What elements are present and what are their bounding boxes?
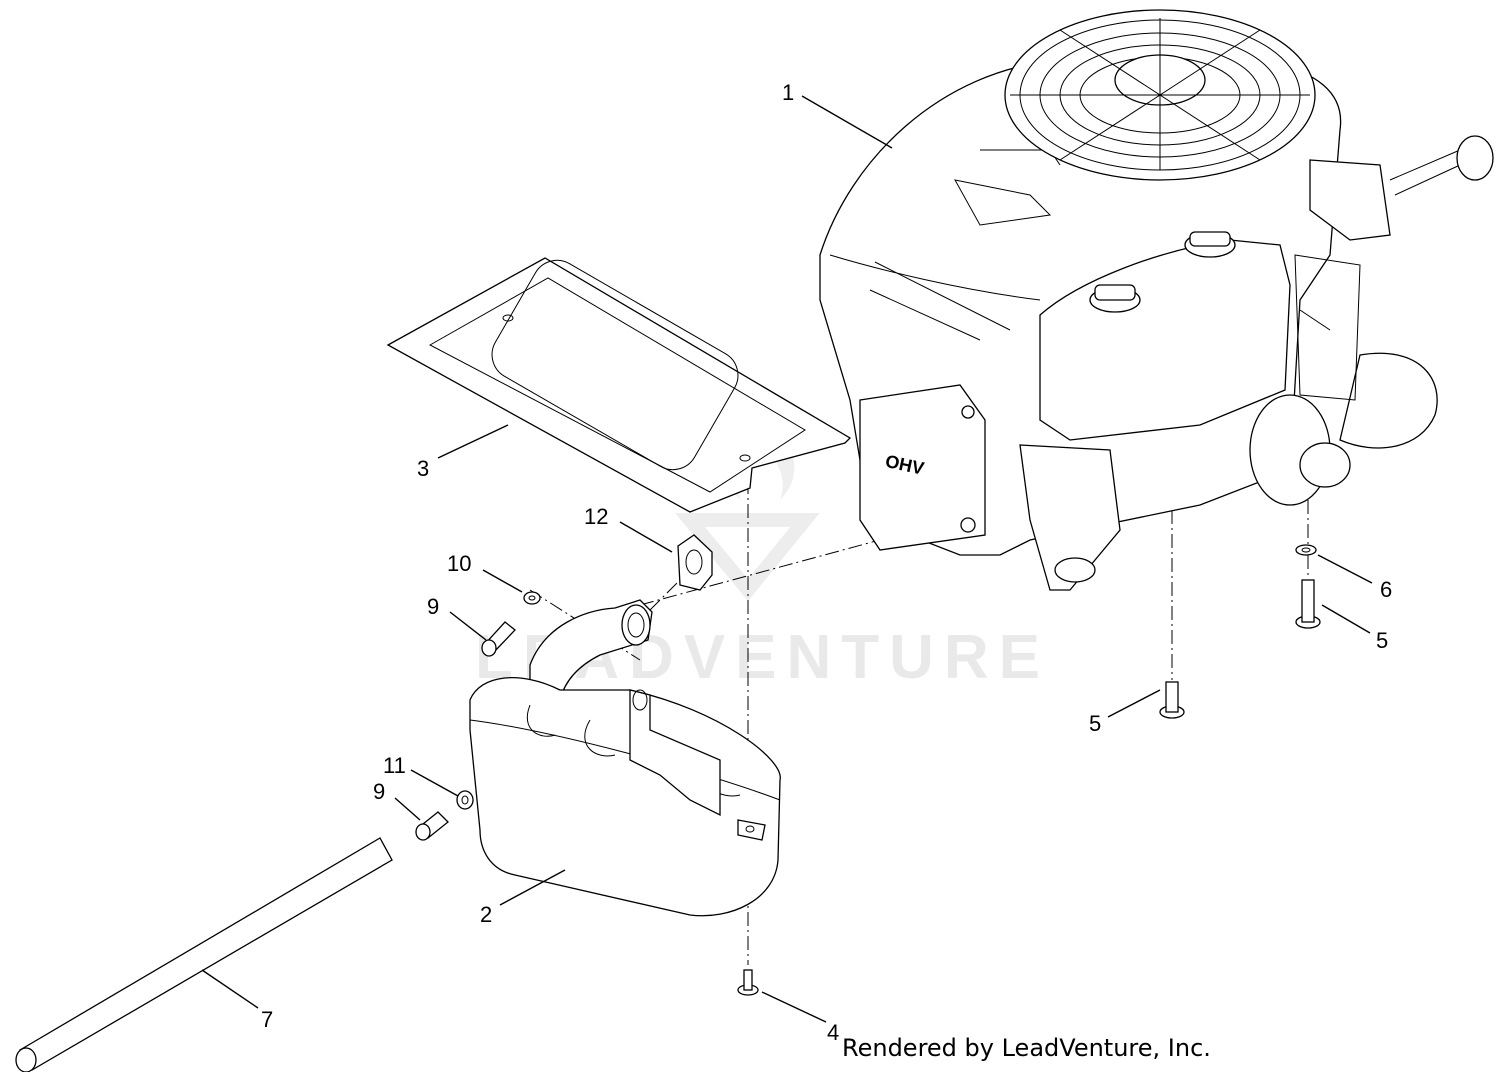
callout-2: 2 <box>480 902 492 927</box>
hardware <box>415 544 1321 996</box>
credit-text: Rendered by LeadVenture, Inc. <box>842 1034 1211 1062</box>
callout-4: 4 <box>827 1020 839 1045</box>
muffler <box>469 677 781 917</box>
gasket <box>677 534 713 591</box>
callout-11: 11 <box>383 753 406 778</box>
callout-labels: 1 2 3 4 5 5 6 7 9 9 10 11 12 <box>261 80 1392 1045</box>
callout-5-right: 5 <box>1376 628 1388 653</box>
callout-12: 12 <box>584 504 608 529</box>
callout-9-lower: 9 <box>373 779 385 804</box>
callout-1: 1 <box>782 80 794 105</box>
leader-lines <box>201 95 1373 1023</box>
exhaust-elbow <box>529 599 653 701</box>
callout-3: 3 <box>417 456 429 481</box>
callout-7: 7 <box>261 1007 273 1032</box>
heat-shield <box>386 257 852 513</box>
callout-6: 6 <box>1380 577 1392 602</box>
callout-10: 10 <box>447 551 471 576</box>
callout-9-upper: 9 <box>427 594 439 619</box>
engine: OHV <box>819 9 1494 591</box>
callout-5-center: 5 <box>1089 711 1101 736</box>
tailpipe <box>15 837 393 1072</box>
